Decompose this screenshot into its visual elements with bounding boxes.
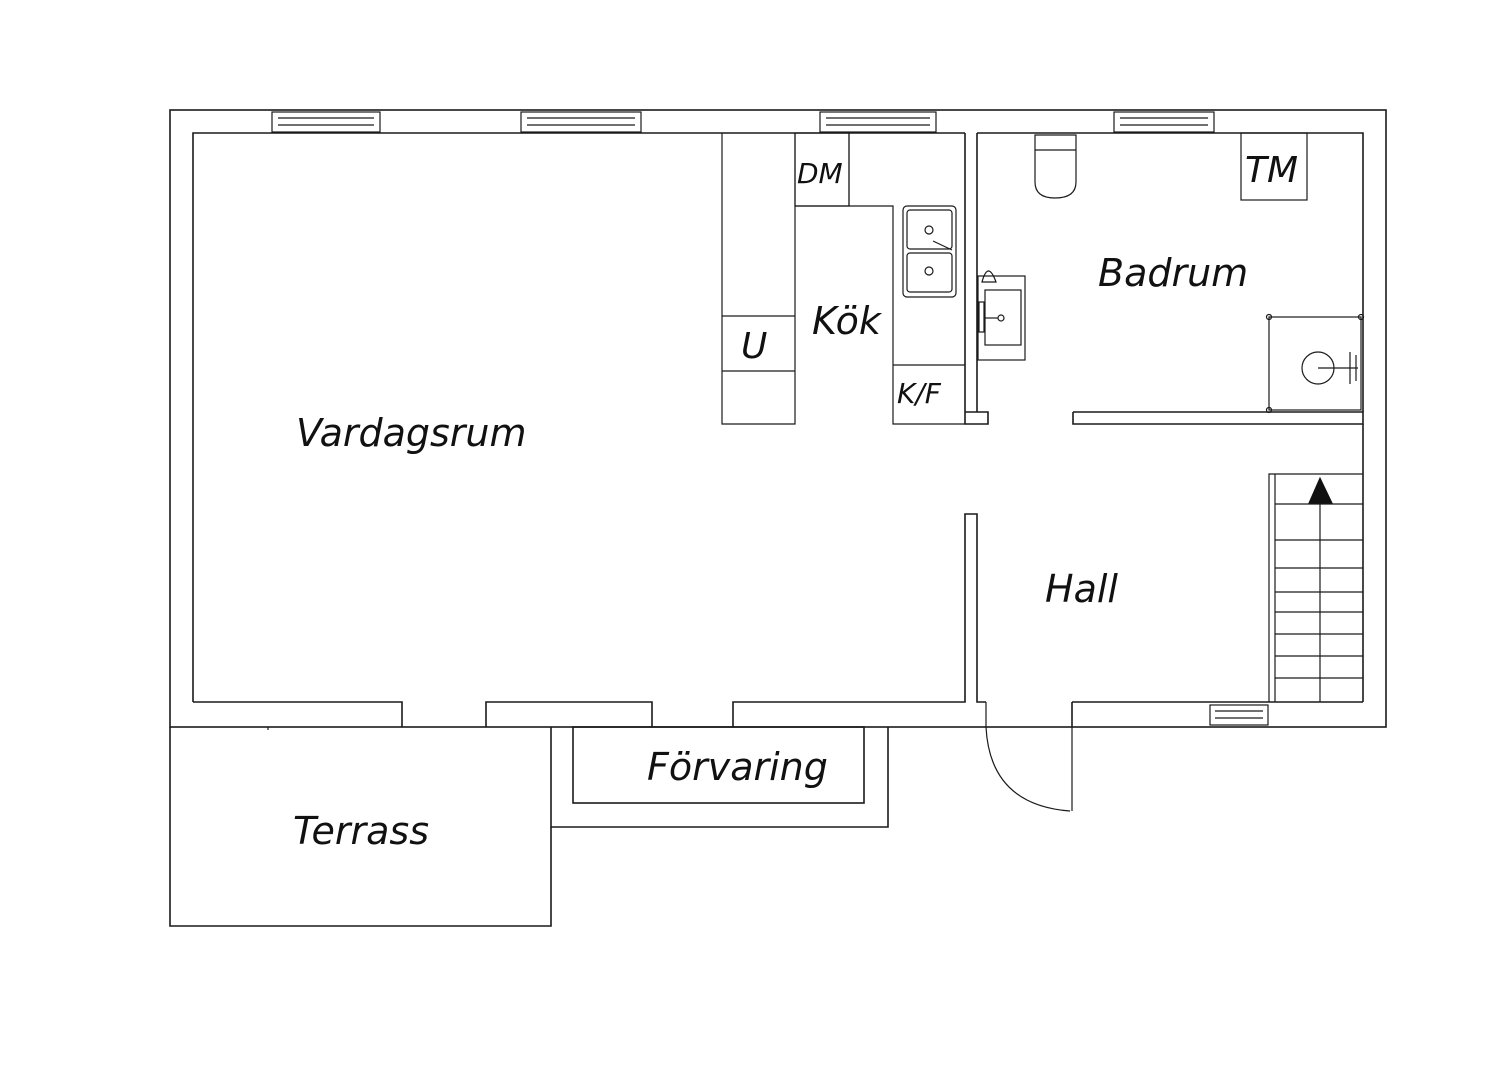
room-label-vardagsrum: Vardagsrum (296, 411, 527, 455)
fixture-label-kf: K/F (897, 377, 942, 410)
window-icon (520, 111, 642, 133)
door-swing-icon (985, 702, 1073, 812)
window-icon (1113, 111, 1215, 133)
storage-annex (550, 726, 889, 828)
fixture-label-dm: DM (797, 157, 843, 190)
terrace (169, 727, 552, 927)
room-label-terrass: Terrass (293, 809, 429, 853)
kitchen-cabinets (721, 133, 965, 425)
up-arrow-icon (1308, 476, 1333, 504)
room-label-badrum: Badrum (1098, 251, 1248, 295)
window-icon (271, 111, 381, 133)
room-label-hall: Hall (1045, 567, 1118, 611)
staircase (1268, 473, 1363, 702)
wash-basin-icon (977, 270, 1026, 361)
bathroom-fixtures (977, 132, 1365, 414)
window-icon (819, 111, 937, 133)
shower-icon (1265, 313, 1365, 414)
room-label-kok: Kök (812, 299, 883, 343)
fixture-label-u: U (741, 326, 767, 367)
double-sink-icon (902, 205, 957, 298)
windows (271, 111, 1269, 726)
toilet-icon (1034, 134, 1077, 199)
room-label-forvaring: Förvaring (647, 745, 828, 789)
window-icon (1209, 704, 1269, 726)
fixture-label-tm: TM (1245, 150, 1298, 191)
